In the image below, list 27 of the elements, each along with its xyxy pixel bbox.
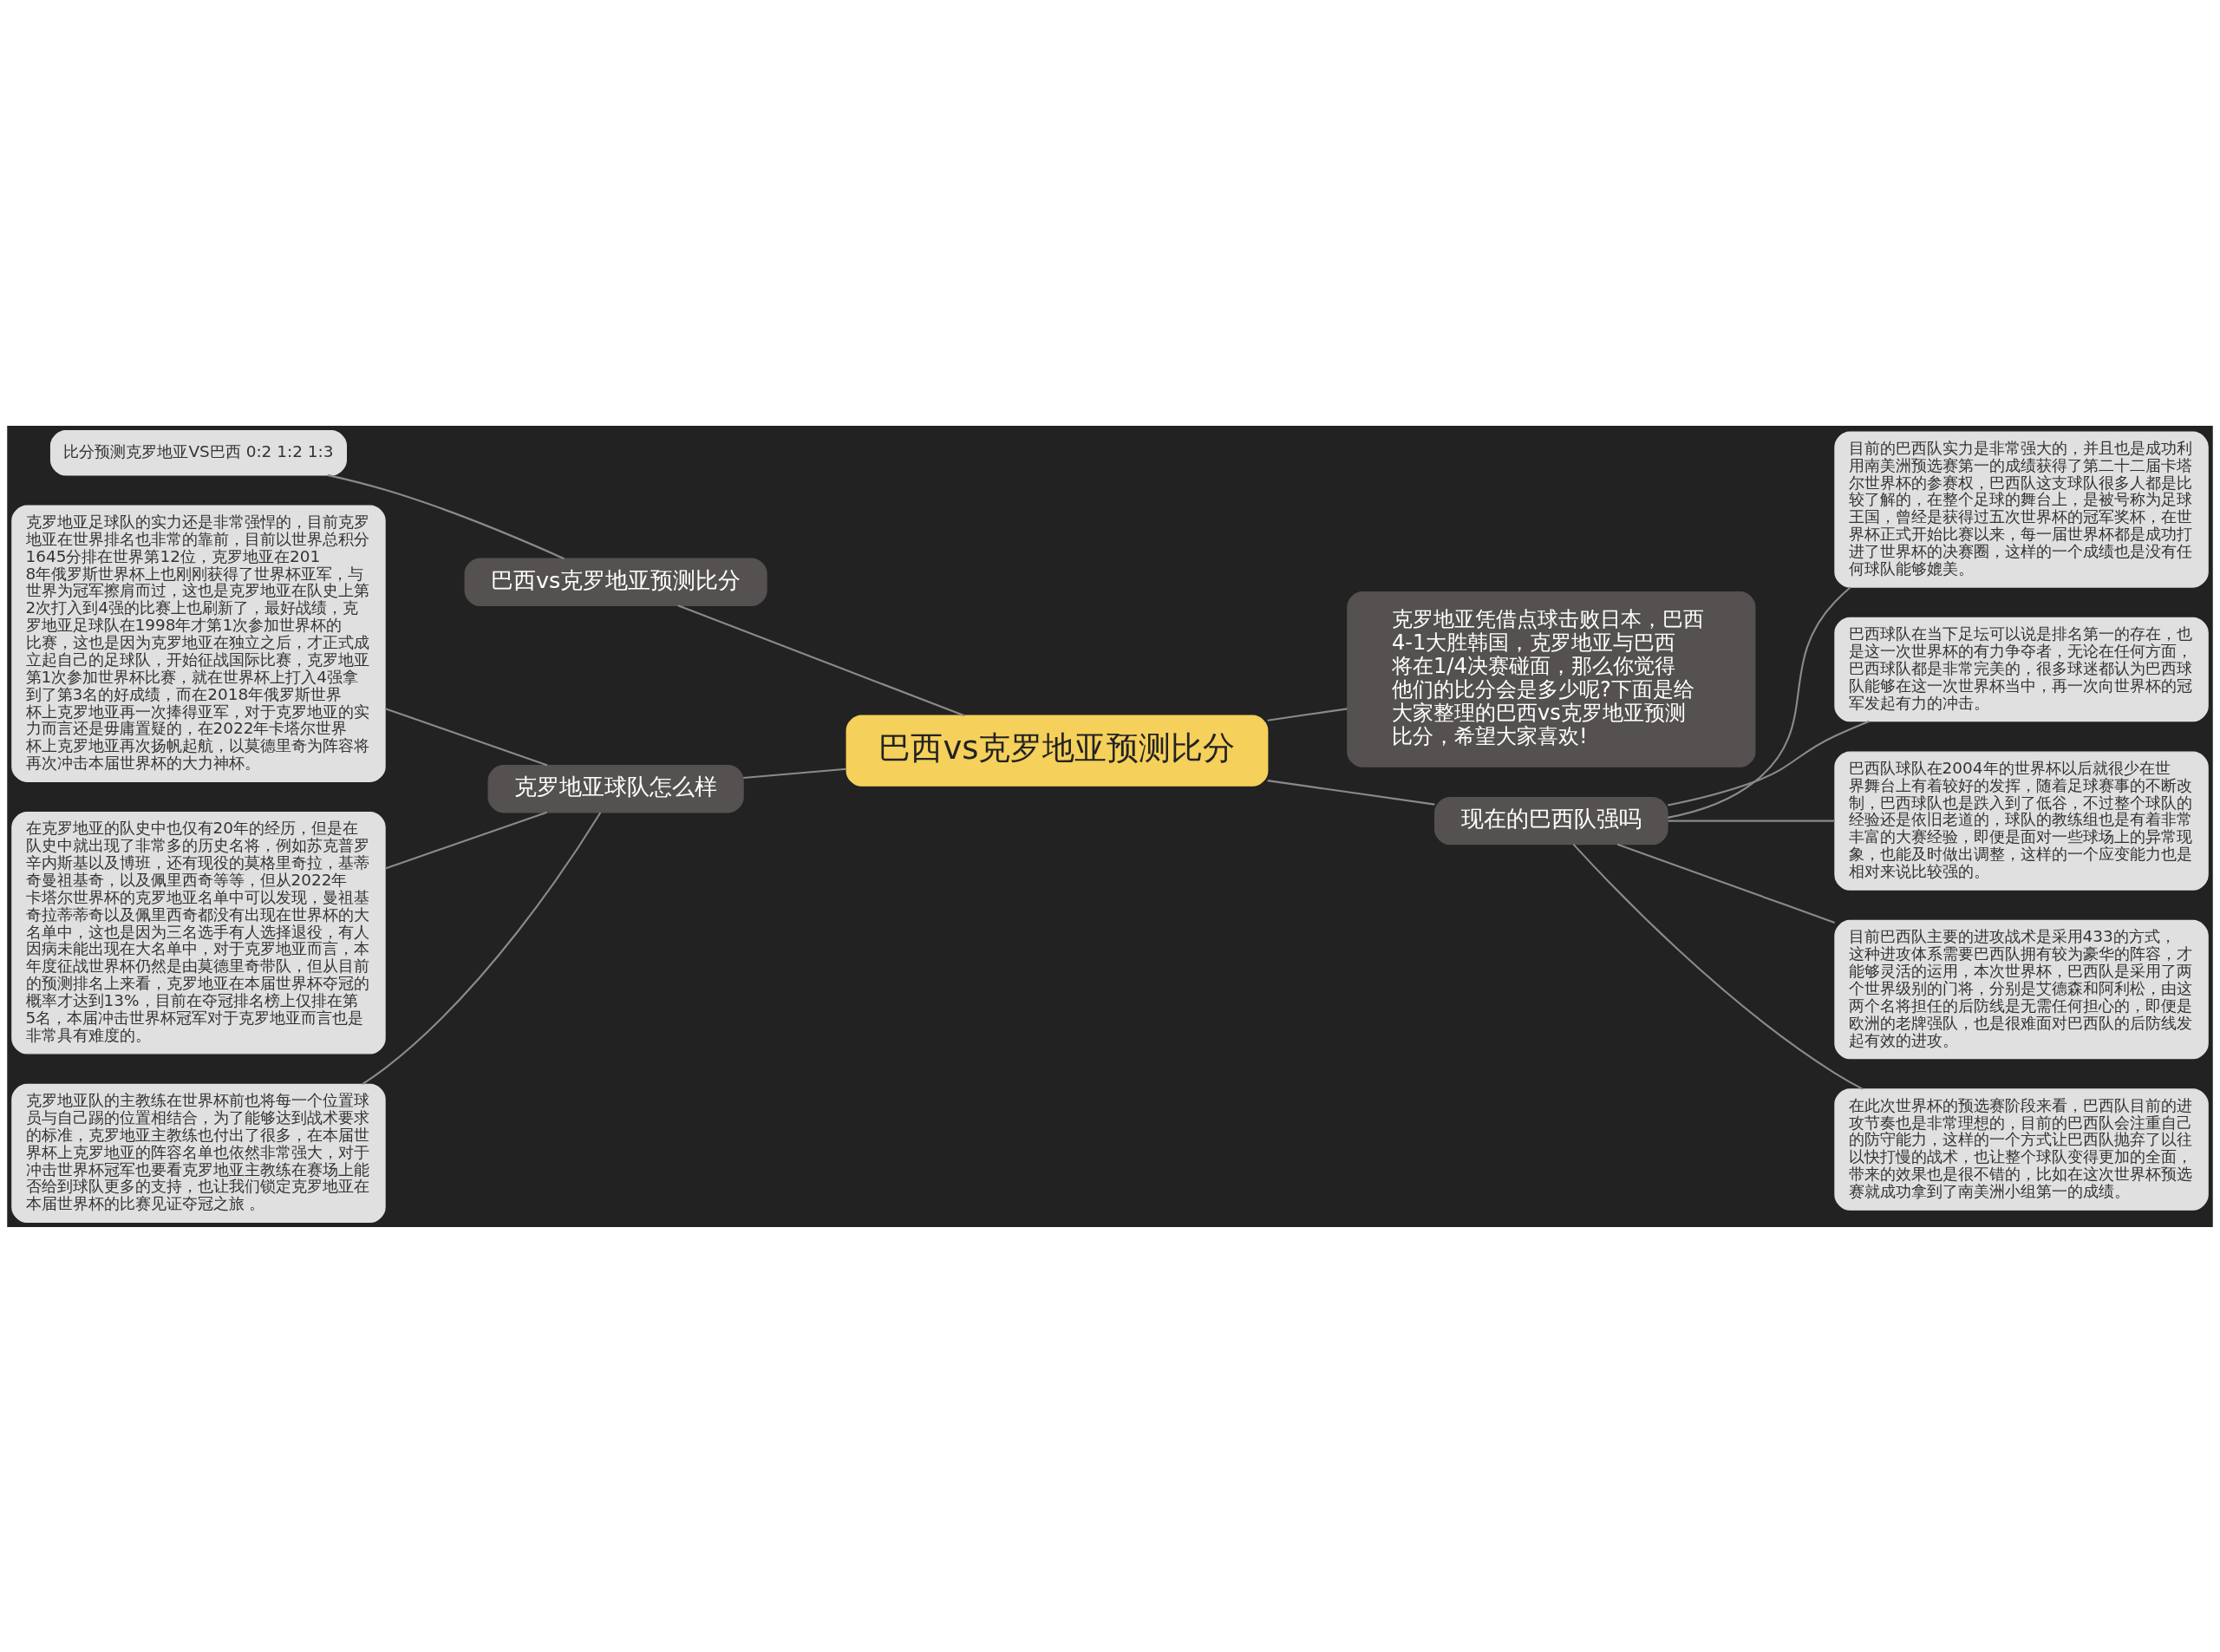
connector	[1267, 779, 1435, 806]
node-box: 巴西vs克罗地亚预测比分	[846, 715, 1269, 787]
node-box: 巴西队球队在2004年的世界杯以后就很少在世界舞台上有着较好的发挥，随着足球赛事的不断改制，巴西球队也是跌入到了低谷，不过整个球队的经验还是依旧老道的，球队的教练组也是有着非常丰富的大赛经验，即便是面对一些球场上的异常现象，也能及时做出调整，这样的一个应变能力也是相对来说比较强的。	[1834, 750, 2209, 891]
connector	[677, 604, 965, 716]
node-box: 在克罗地亚的队史中也仅有20年的经历，但是在队史中就出现了非常多的历史名将，例如苏克普罗辛内斯基以及博班，还有现役的莫格里奇拉，基蒂奇曼祖基奇，以及佩里西奇等等，但从2022年卡塔尔世界杯的克罗地亚名单中可以发现，曼祖基奇拉蒂蒂奇以及佩里西奇都没有出现在世界杯的大名单中，这也是因为三名选手有人选择退役，有人因病未能出现在大名单中，对于克罗地亚而言，本年度征战世界杯仍然是由莫德里奇带队，但从目前的预测排名上来看，克罗地亚在本届世界杯夺冠的概率才达到13%，目前在夺冠排名榜上仅排在第5名，本届冲击世界杯冠军对于克罗地亚而言也是非常具有难度的。	[11, 811, 386, 1055]
node-box: 目前巴西队主要的进攻战术是采用433的方式，这种进攻体系需要巴西队拥有较为豪华的阵容，才能够灵活的运用，本次世界杯，巴西队是采用了两个世界级别的门将，分别是艾德森和阿利松，由这两个名将担任的后防线是无需任何担心的，即便是欧洲的老牌强队，也是很难面对巴西队的后防线发起有效的进攻。	[1834, 919, 2209, 1059]
node-box: 巴西vs克罗地亚预测比分	[464, 558, 767, 606]
node-box: 克罗地亚队的主教练在世界杯前也将每一个位置球员与自己踢的位置相结合，为了能够达到战术要求的标准，克罗地亚主教练也付出了很多，在本届世界杯上克罗地亚的阵容名单也依然非常强大，对于冲击世界杯冠军也要看克罗地亚主教练在赛场上能否给到球队更多的支持，也让我们锁定克罗地亚在本届世界杯的比赛见证夺冠之旅 。	[11, 1083, 386, 1223]
node-box: 比分预测克罗地亚VS巴西 0:2 1:2 1:3	[49, 429, 347, 475]
connector	[385, 707, 548, 767]
node-box: 巴西球队在当下足坛可以说是排名第一的存在，也是这一次世界杯的有力争夺者，无论在任何方面，巴西球队都是非常完美的，很多球迷都认为巴西球队能够在这一次世界杯当中，再一次向世界杯的冠军发起有力的冲击。	[1834, 617, 2209, 722]
connector	[362, 811, 602, 1085]
connector	[743, 767, 847, 779]
connector	[1668, 720, 1870, 806]
connector	[327, 473, 565, 559]
node-box: 在此次世界杯的预选赛阶段来看，巴西队目前的进攻节奏也是非常理想的，目前的巴西队会注重自己的防守能力，这样的一个方式让巴西队抛弃了以往以快打慢的战术，也让整个球队变得更加的全面，带来的效果也是很不错的，比如在这次世界杯预选赛就成功拿到了南美洲小组第一的成绩。	[1834, 1087, 2209, 1211]
node-box: 现在的巴西队强吗	[1434, 796, 1668, 845]
node-box: 克罗地亚足球队的实力还是非常强悍的，目前克罗地亚在世界排名也非常的靠前，目前以世界总积分1645分排在世界第12位，克罗地亚在2018年俄罗斯世界杯上也刚刚获得了世界杯亚军，与世界为冠军擦肩而过，这也是克罗地亚在队史上第2次打入到4强的比赛上也刷新了，最好战绩，克罗地亚足球队在1998年才第1次参加世界杯的比赛，这也是因为克罗地亚在独立之后，才正式成立起自己的足球队，开始征战国际比赛，克罗地亚第1次参加世界杯比赛，就在世界杯上打入4强拿到了第3名的好成绩，而在2018年俄罗斯世界杯上克罗地亚再一次捧得亚军，对于克罗地亚的实力而言还是毋庸置疑的，在2022年卡塔尔世界杯上克罗地亚再次扬帆起航，以莫德里奇为阵容将再次冲击本届世界杯的大力神杯。	[11, 505, 386, 782]
node-box: 目前的巴西队实力是非常强大的，并且也是成功利用南美洲预选赛第一的成绩获得了第二十二届卡塔尔世界杯的参赛权，巴西队这支球队很多人都是比较了解的，在整个足球的舞台上，是被号称为足球王国，曾经是获得过五次世界杯的冠军奖杯，在世界杯正式开始比赛以来，每一届世界杯都是成功打进了世界杯的决赛圈，这样的一个成绩也是没有任何球队能够媲美。	[1834, 430, 2209, 588]
connector	[1668, 819, 1835, 822]
node-box: 克罗地亚球队怎么样	[487, 764, 744, 813]
connector	[1572, 843, 1864, 1090]
connector	[1616, 843, 1836, 924]
node-box: 克罗地亚凭借点球击败日本，巴西4-1大胜韩国，克罗地亚与巴西将在1/4决赛碰面，那么你觉得他们的比分会是多少呢?下面是给大家整理的巴西vs克罗地亚预测比分，希望大家喜欢!	[1347, 591, 1756, 767]
connector	[1668, 585, 1851, 819]
connector	[1267, 707, 1348, 722]
connector	[385, 811, 547, 869]
